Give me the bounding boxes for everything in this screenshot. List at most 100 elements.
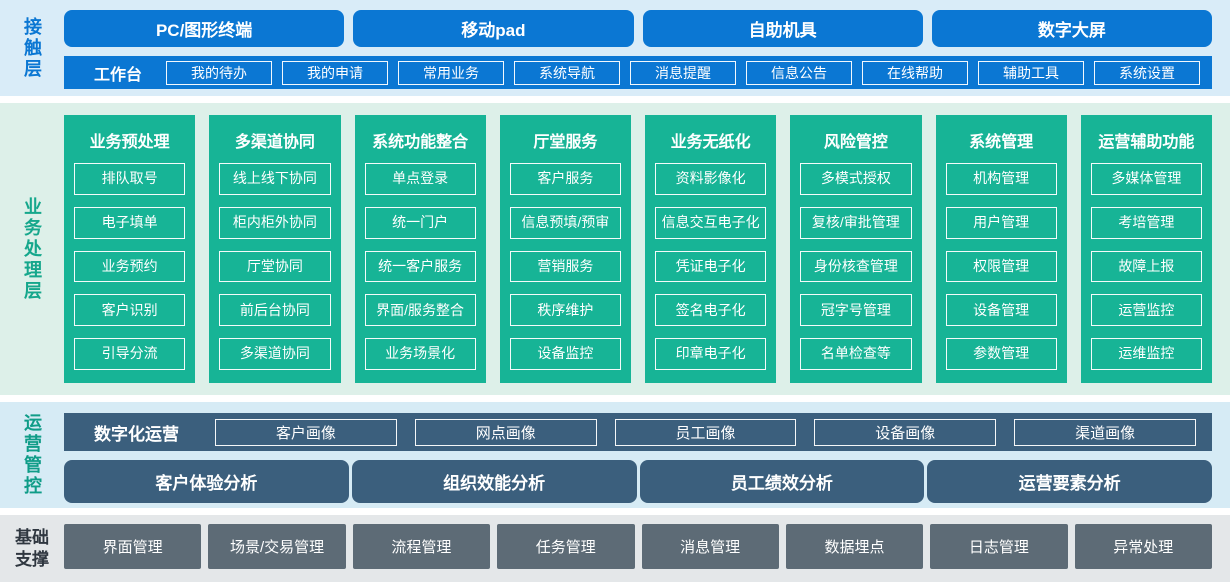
foundation-item: 流程管理 [352, 524, 491, 569]
business-column-title: 系统管理 [969, 134, 1034, 151]
digital-ops-item: 设备画像 [814, 418, 997, 446]
business-item: 机构管理 [945, 163, 1057, 195]
business-column-items: 机构管理用户管理权限管理设备管理参数管理 [945, 163, 1057, 370]
business-column: 运营辅助功能 多媒体管理考培管理故障上报运营监控运维监控 [1080, 115, 1212, 383]
business-item: 客户识别 [74, 294, 186, 327]
workbench-item: 辅助工具 [978, 60, 1085, 85]
business-item: 故障上报 [1090, 250, 1202, 283]
business-item: 设备监控 [509, 338, 621, 370]
business-column-title: 业务无纸化 [670, 134, 751, 151]
digital-ops-bar: 数字化运营 客户画像网点画像员工画像设备画像渠道画像 [64, 413, 1212, 451]
foundation-item: 界面管理 [64, 524, 202, 569]
business-item: 设备管理 [945, 294, 1057, 327]
business-column-title: 业务预处理 [89, 134, 170, 151]
business-column: 多渠道协同 线上线下协同柜内柜外协同厅堂协同前后台协同多渠道协同 [209, 115, 341, 383]
business-column-items: 排队取号电子填单业务预约客户识别引导分流 [74, 163, 186, 370]
business-item: 参数管理 [945, 338, 1057, 370]
business-item: 多媒体管理 [1090, 163, 1202, 195]
foundation-item: 场景/交易管理 [208, 524, 346, 569]
terminal-button: PC/图形终端 [64, 10, 345, 47]
business-columns: 业务预处理 排队取号电子填单业务预约客户识别引导分流 多渠道协同 线上线下协同柜… [64, 115, 1212, 383]
digital-ops-item: 渠道画像 [1014, 418, 1196, 446]
business-item: 秩序维护 [509, 294, 621, 327]
foundation-item: 异常处理 [1074, 524, 1212, 569]
business-item: 多渠道协同 [219, 338, 331, 370]
workbench-item: 我的待办 [166, 60, 273, 85]
digital-ops-items: 客户画像网点画像员工画像设备画像渠道画像 [215, 418, 1196, 446]
business-column: 风险管控 多模式授权复核/审批管理身份核查管理冠字号管理名单检查等 [790, 115, 922, 383]
business-item: 线上线下协同 [219, 163, 331, 195]
workbench-item: 信息公告 [746, 60, 853, 85]
foundation-item: 消息管理 [641, 524, 779, 569]
business-item: 名单检查等 [800, 338, 912, 370]
business-item: 厅堂协同 [219, 250, 331, 283]
business-item: 单点登录 [364, 163, 476, 195]
business-item: 考培管理 [1090, 206, 1202, 239]
business-column-items: 客户服务信息预填/预审营销服务秩序维护设备监控 [509, 163, 621, 370]
operations-layer-label: 运营管控 [22, 413, 42, 497]
business-column: 业务预处理 排队取号电子填单业务预约客户识别引导分流 [64, 115, 196, 383]
business-item: 冠字号管理 [800, 294, 912, 327]
business-item: 印章电子化 [655, 338, 767, 370]
business-item: 权限管理 [945, 250, 1057, 283]
business-layer: 业务处理层 业务预处理 排队取号电子填单业务预约客户识别引导分流 多渠道协同 线… [0, 103, 1230, 395]
contact-layer-label: 接触层 [22, 16, 42, 80]
business-column: 系统管理 机构管理用户管理权限管理设备管理参数管理 [935, 115, 1067, 383]
foundation-layer-label: 基础 支撑 [0, 515, 64, 582]
business-column-items: 多媒体管理考培管理故障上报运营监控运维监控 [1090, 163, 1202, 370]
business-item: 统一门户 [364, 206, 476, 239]
business-item: 信息预填/预审 [509, 206, 621, 239]
analysis-button: 组织效能分析 [351, 460, 637, 503]
business-item: 信息交互电子化 [655, 206, 767, 239]
business-item: 柜内柜外协同 [219, 206, 331, 239]
foundation-layer: 基础 支撑 界面管理场景/交易管理流程管理任务管理消息管理数据埋点日志管理异常处… [0, 515, 1230, 582]
business-column-title: 系统功能整合 [372, 134, 469, 151]
business-item: 前后台协同 [219, 294, 331, 327]
business-item: 排队取号 [74, 163, 186, 195]
business-item: 复核/审批管理 [800, 206, 912, 239]
foundation-item: 数据埋点 [785, 524, 924, 569]
business-column: 厅堂服务 客户服务信息预填/预审营销服务秩序维护设备监控 [499, 115, 631, 383]
workbench-item: 系统设置 [1094, 60, 1201, 85]
workbench-item: 消息提醒 [630, 60, 737, 85]
foundation-label-line1: 基础 [15, 528, 49, 548]
digital-ops-item: 员工画像 [614, 418, 797, 446]
operations-layer: 运营管控 数字化运营 客户画像网点画像员工画像设备画像渠道画像 客户体验分析组织… [0, 402, 1230, 508]
foundation-label-line2: 支撑 [15, 549, 49, 569]
business-item: 界面/服务整合 [364, 294, 476, 327]
analysis-button: 运营要素分析 [927, 460, 1212, 503]
business-column-items: 单点登录统一门户统一客户服务界面/服务整合业务场景化 [364, 163, 476, 370]
workbench-items: 我的待办我的申请常用业务系统导航消息提醒信息公告在线帮助辅助工具系统设置 [166, 60, 1201, 85]
terminal-button: 自助机具 [642, 10, 923, 47]
business-column-title: 多渠道协同 [234, 134, 315, 151]
business-item: 统一客户服务 [364, 250, 476, 283]
business-column-items: 线上线下协同柜内柜外协同厅堂协同前后台协同多渠道协同 [219, 163, 331, 370]
business-item: 资料影像化 [655, 163, 767, 195]
digital-ops-label: 数字化运营 [94, 424, 179, 444]
business-column-title: 风险管控 [823, 134, 888, 151]
business-item: 运维监控 [1090, 338, 1202, 370]
business-layer-content: 业务预处理 排队取号电子填单业务预约客户识别引导分流 多渠道协同 线上线下协同柜… [64, 103, 1212, 395]
terminal-button: 移动pad [353, 10, 634, 47]
business-layer-label: 业务处理层 [22, 196, 42, 302]
foundation-items: 界面管理场景/交易管理流程管理任务管理消息管理数据埋点日志管理异常处理 [64, 524, 1212, 569]
operations-layer-content: 数字化运营 客户画像网点画像员工画像设备画像渠道画像 客户体验分析组织效能分析员… [64, 402, 1212, 508]
business-item: 多模式授权 [800, 163, 912, 195]
analysis-row: 客户体验分析组织效能分析员工绩效分析运营要素分析 [64, 460, 1212, 503]
business-item: 身份核查管理 [800, 250, 912, 283]
terminal-button: 数字大屏 [931, 10, 1212, 47]
digital-ops-item: 客户画像 [215, 418, 397, 446]
foundation-item: 任务管理 [497, 524, 635, 569]
business-item: 营销服务 [509, 250, 621, 283]
analysis-button: 客户体验分析 [64, 460, 349, 503]
business-column: 系统功能整合 单点登录统一门户统一客户服务界面/服务整合业务场景化 [354, 115, 486, 383]
business-item: 客户服务 [509, 163, 621, 195]
workbench-item: 我的申请 [282, 60, 389, 85]
business-item: 凭证电子化 [655, 250, 767, 283]
business-item: 签名电子化 [655, 294, 767, 327]
business-item: 运营监控 [1090, 294, 1202, 327]
business-column: 业务无纸化 资料影像化信息交互电子化凭证电子化签名电子化印章电子化 [645, 115, 777, 383]
